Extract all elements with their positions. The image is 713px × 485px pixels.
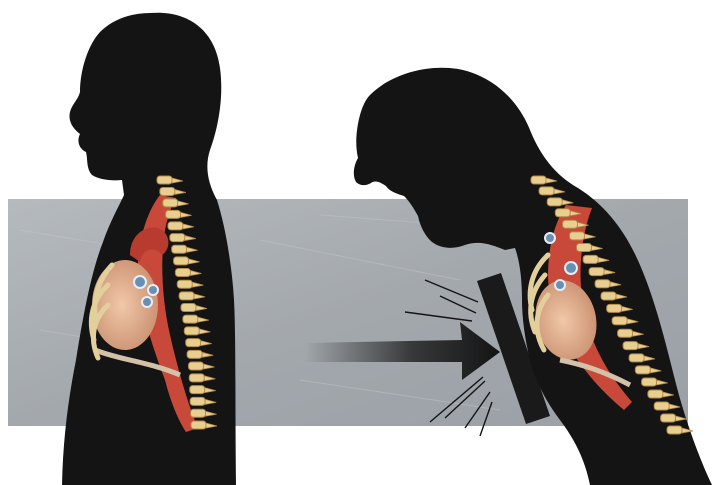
right-vessel-2 [555, 280, 565, 290]
vertebra [555, 209, 570, 217]
vertebra [181, 304, 196, 312]
vertebra [189, 374, 204, 382]
vertebra [654, 402, 669, 410]
vertebra [648, 390, 663, 398]
vertebra [190, 397, 205, 405]
right-vessel-3 [545, 233, 555, 243]
vertebra [601, 292, 616, 300]
vertebra [157, 176, 172, 184]
vertebra [563, 220, 578, 228]
vertebra [191, 421, 206, 429]
vertebra [174, 257, 189, 265]
vertebra [635, 366, 650, 374]
vertebra [583, 255, 598, 263]
vertebra [184, 327, 199, 335]
vertebra [642, 378, 657, 386]
vertebra [190, 386, 205, 394]
vertebra [170, 234, 185, 242]
vertebra [531, 176, 546, 184]
vertebra [607, 304, 622, 312]
vertebra [179, 292, 194, 300]
vertebra [547, 198, 562, 206]
vertebra [177, 280, 192, 288]
vertebra [539, 187, 554, 195]
vertebra [661, 414, 676, 422]
vertebra [186, 339, 201, 347]
vertebra [629, 354, 644, 362]
vertebra [168, 222, 183, 230]
vertebra [166, 210, 181, 218]
left-vessel-1 [134, 276, 146, 288]
vertebra [189, 362, 204, 370]
vertebra [172, 245, 187, 253]
right-vessel-1 [565, 262, 577, 274]
vertebra [612, 317, 627, 325]
vertebra [183, 315, 198, 323]
vertebra [175, 269, 190, 277]
vertebra [191, 409, 206, 417]
left-vessel-2 [148, 285, 158, 295]
vertebra [570, 232, 585, 240]
vertebra [618, 329, 633, 337]
vertebra [160, 187, 175, 195]
vertebra [163, 199, 178, 207]
vertebra [589, 268, 604, 276]
vertebra [623, 342, 638, 350]
vertebra [667, 426, 682, 434]
vertebra [577, 244, 592, 252]
vertebra [187, 350, 202, 358]
left-vessel-3 [142, 297, 152, 307]
vertebra [595, 280, 610, 288]
